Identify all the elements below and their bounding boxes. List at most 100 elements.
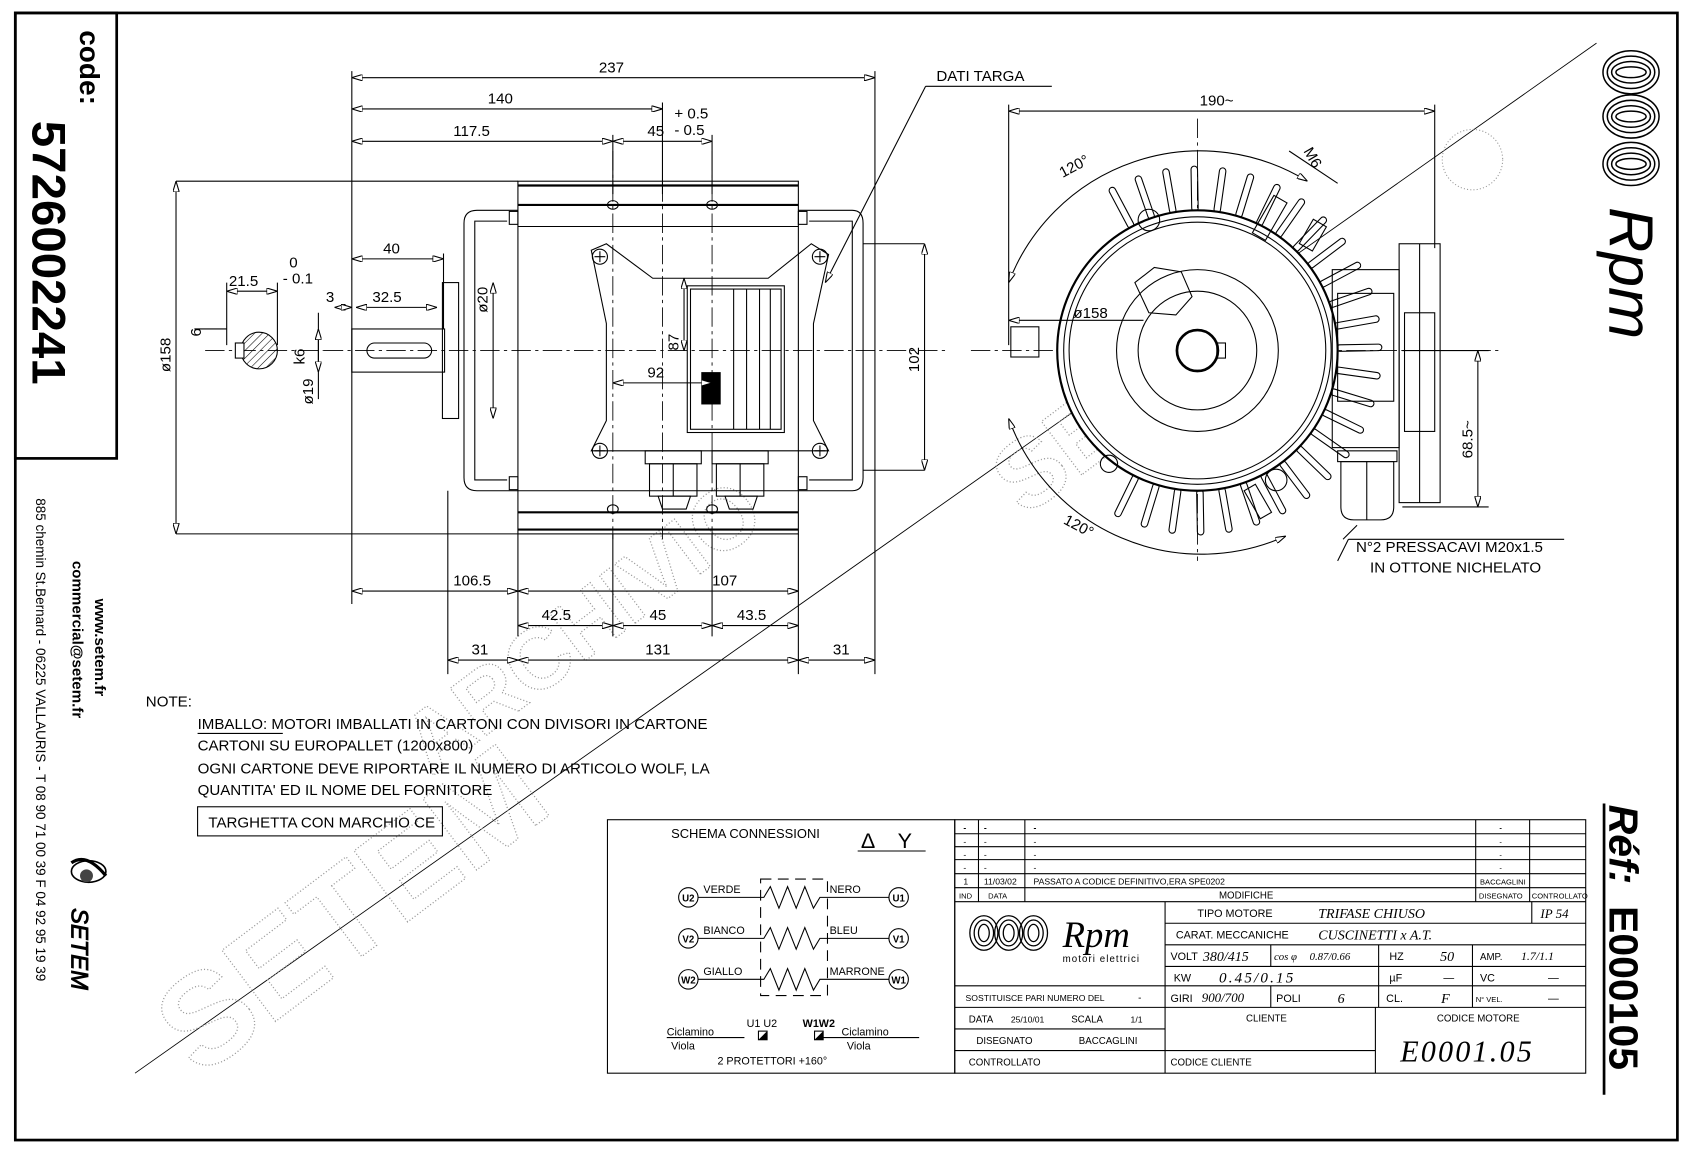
revision-cell: - (1499, 838, 1502, 847)
wire-color: BIANCO (703, 925, 744, 937)
svg-text:AMP.: AMP. (1480, 952, 1502, 963)
svg-text:SOSTITUISCE PARI NUMERO DEL: SOSTITUISCE PARI NUMERO DEL (966, 993, 1105, 1003)
note-line: OGNI CARTONE DEVE RIPORTARE IL NUMERO DI… (198, 760, 711, 777)
fin (1333, 315, 1380, 330)
revision-cell: - (984, 862, 987, 872)
left-terminal: V2 (682, 935, 694, 946)
svg-text:VOLT: VOLT (1170, 951, 1198, 963)
wire-color: MARRONE (830, 966, 885, 978)
svg-text:VC: VC (1480, 973, 1495, 985)
svg-text:380/415: 380/415 (1202, 950, 1249, 965)
revision-cell: - (1033, 837, 1036, 847)
svg-text:DISEGNATO: DISEGNATO (976, 1036, 1033, 1047)
dim-3: 3 (326, 289, 334, 306)
svg-text:IP 54: IP 54 (1539, 906, 1569, 921)
end-view (970, 104, 1565, 562)
notes: NOTE: IMBALLO: MOTORI IMBALLATI IN CARTO… (146, 693, 711, 837)
winding-icon (698, 967, 889, 992)
gland-note: IN OTTONE NICHELATO (1370, 560, 1541, 577)
revision-cell: - (1033, 849, 1036, 859)
revision-cell: 11/03/02 (984, 876, 1017, 886)
fin (1275, 198, 1306, 238)
dim-32-5: 32.5 (372, 289, 401, 306)
fin (1162, 168, 1177, 215)
dim-6: 6 (188, 328, 205, 336)
svg-text:cos φ: cos φ (1274, 951, 1297, 963)
dim-106-5: 106.5 (453, 573, 491, 590)
dim-19: ø19 (300, 378, 317, 404)
revision-header: DISEGNATO (1479, 891, 1523, 900)
wire-color: GIALLO (703, 966, 742, 978)
fin (1279, 460, 1311, 500)
svg-text:0.87/0.66: 0.87/0.66 (1310, 951, 1351, 963)
dim-140: 140 (488, 91, 513, 108)
fin (1108, 186, 1135, 229)
title-logo: Rpm motori elettrici (969, 914, 1141, 965)
svg-text:25/10/01: 25/10/01 (1011, 1014, 1045, 1024)
side-view: DATI TARGA (176, 68, 1052, 675)
prot-left-color-1: Ciclamino (667, 1026, 714, 1038)
winding-icon (698, 926, 889, 951)
sheet-border (13, 11, 1679, 1142)
coil-logo-icon (1602, 49, 1660, 187)
email: commercial@setem.fr (68, 561, 85, 718)
code-box (13, 11, 119, 460)
shaft-section (205, 331, 324, 370)
revision-cell: - (1499, 850, 1502, 859)
svg-text:—: — (1443, 973, 1454, 985)
prot-terms-right: W1W2 (803, 1018, 835, 1030)
dim-107: 107 (712, 573, 737, 590)
prot-right-color-1: Ciclamino (842, 1026, 889, 1038)
website: www.setem.fr (91, 598, 108, 697)
left-terminal: U2 (682, 894, 694, 905)
dim-40: 40 (383, 240, 400, 257)
svg-text:CUSCINETTI x A.T.: CUSCINETTI x A.T. (1318, 928, 1432, 943)
dim-42-5: 42.5 (542, 607, 571, 624)
fin (1328, 287, 1373, 308)
svg-text:CL.: CL. (1386, 993, 1403, 1005)
svg-text:HZ: HZ (1389, 951, 1404, 963)
tolerance-lower: - 0.1 (283, 271, 313, 288)
revision-cell: - (963, 837, 966, 847)
svg-text:CODICE CLIENTE: CODICE CLIENTE (1170, 1058, 1252, 1069)
sidebar: code: 5726002241 www.setem.fr commercial… (13, 11, 119, 991)
product-code: 5726002241 (22, 121, 75, 385)
schema-title: SCHEMA CONNESSIONI (671, 826, 820, 841)
revision-cell: - (984, 849, 987, 859)
dim-68-5: 68.5~ (1459, 420, 1476, 458)
right-terminal: W1 (891, 976, 906, 987)
svg-text:CODICE MOTORE: CODICE MOTORE (1437, 1013, 1520, 1024)
ref-value: E000105 (1600, 906, 1646, 1070)
svg-text:KW: KW (1174, 973, 1192, 985)
revision-cell: 1 (963, 876, 968, 886)
note-line: CARTONI SU EUROPALLET (1200x800) (198, 738, 474, 755)
shaft-end (1175, 328, 1220, 373)
housing-ring (1056, 209, 1339, 492)
screw-icon (811, 442, 829, 459)
dim-92: 92 (647, 365, 664, 382)
svg-text:TRIFASE CHIUSO: TRIFASE CHIUSO (1318, 907, 1425, 922)
fin (1310, 428, 1350, 459)
svg-text:TIPO MOTORE: TIPO MOTORE (1197, 908, 1272, 920)
terminal-box (590, 243, 830, 452)
svg-text:BACCAGLINI: BACCAGLINI (1079, 1036, 1138, 1047)
svg-text:DATA: DATA (969, 1014, 994, 1025)
prot-left-color-2: Viola (671, 1040, 695, 1052)
dim-190: 190~ (1200, 93, 1234, 110)
revision-header: IND (959, 891, 973, 900)
rear-end-shield (798, 209, 864, 492)
wire-color: NERO (830, 884, 861, 896)
dim-31a: 31 (472, 642, 489, 659)
dim-45b: 45 (650, 607, 667, 624)
revision-cell: - (1499, 863, 1502, 872)
svg-text:CONTROLLATO: CONTROLLATO (969, 1058, 1041, 1069)
svg-text:motori elettrici: motori elettrici (1063, 954, 1141, 965)
address: 885 chemin St.Bernard - 06225 VALLAURIS … (33, 498, 48, 981)
screw-icon (591, 442, 608, 459)
svg-text:SCALA: SCALA (1071, 1014, 1103, 1025)
dim-43-5: 43.5 (737, 607, 766, 624)
